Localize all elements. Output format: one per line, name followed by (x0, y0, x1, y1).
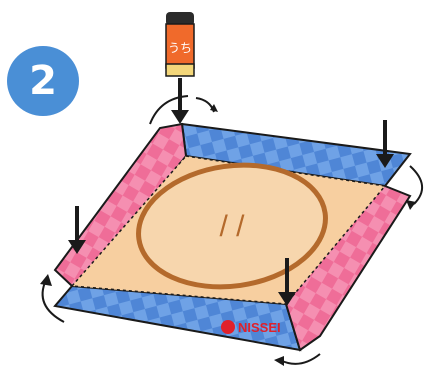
ring-marks: / / (219, 210, 245, 243)
bottle-icon: うち (166, 12, 194, 76)
bottle-label: うち (168, 41, 192, 55)
curved-arrow-icon (40, 274, 64, 322)
curved-arrow-icon (274, 354, 320, 366)
curved-arrow-icon (406, 166, 422, 210)
sumo-mat: / / (55, 124, 410, 350)
down-arrow-icon (171, 78, 189, 124)
nissei-logo: NISSEI (221, 320, 281, 335)
brand-text: NISSEI (238, 320, 281, 335)
